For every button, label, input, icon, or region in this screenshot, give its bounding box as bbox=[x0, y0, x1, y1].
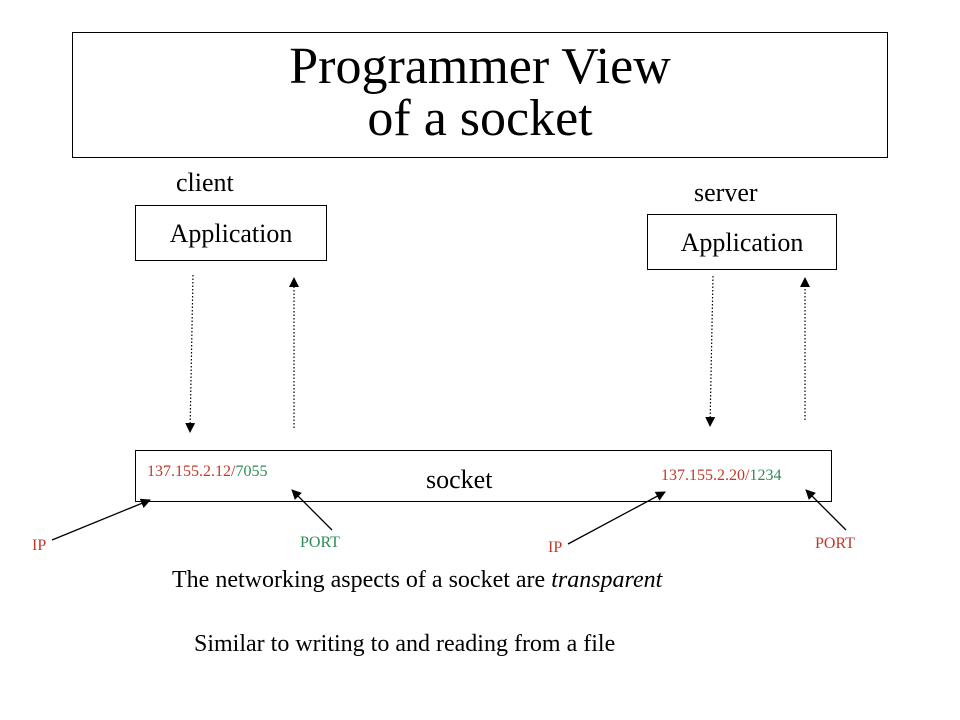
caption-file-analogy: Similar to writing to and reading from a… bbox=[194, 631, 616, 657]
server-port: 1234 bbox=[749, 467, 782, 484]
client-ip-callout-arrow bbox=[51, 498, 151, 541]
client-label: client bbox=[176, 168, 234, 197]
client-port-callout-label: PORT bbox=[300, 534, 340, 551]
client-application-box: Application bbox=[135, 205, 327, 261]
client-address: 137.155.2.12/7055 bbox=[147, 463, 267, 481]
server-application-box: Application bbox=[647, 214, 837, 270]
server-port-callout-arrow bbox=[805, 489, 847, 531]
client-down-arrow bbox=[185, 274, 196, 433]
title-line-1: Programmer View bbox=[289, 38, 671, 95]
client-port-callout-arrow bbox=[291, 489, 333, 531]
title-line-2: of a socket bbox=[367, 90, 593, 147]
caption-transparent-prefix: The networking aspects of a socket are bbox=[172, 567, 552, 593]
socket-label: socket bbox=[426, 465, 493, 494]
caption-transparent-emphasis: transparent bbox=[551, 567, 663, 593]
server-separator: / bbox=[745, 467, 750, 484]
socket-box bbox=[135, 450, 832, 502]
server-port-callout-label: PORT bbox=[815, 535, 855, 552]
server-ip: 137.155.2.20 bbox=[661, 467, 745, 484]
client-separator: / bbox=[231, 463, 236, 480]
server-address: 137.155.2.20/1234 bbox=[661, 467, 781, 485]
server-label: server bbox=[694, 178, 758, 207]
server-down-arrow bbox=[705, 275, 716, 427]
client-ip-callout-label: IP bbox=[32, 537, 47, 554]
client-port: 7055 bbox=[235, 463, 268, 480]
server-ip-callout-arrow bbox=[567, 491, 666, 545]
server-ip-callout-label: IP bbox=[548, 539, 563, 556]
title-box: Programmer View of a socket bbox=[72, 32, 888, 158]
caption-transparent: The networking aspects of a socket are t… bbox=[172, 567, 662, 594]
client-ip: 137.155.2.12 bbox=[147, 463, 231, 480]
